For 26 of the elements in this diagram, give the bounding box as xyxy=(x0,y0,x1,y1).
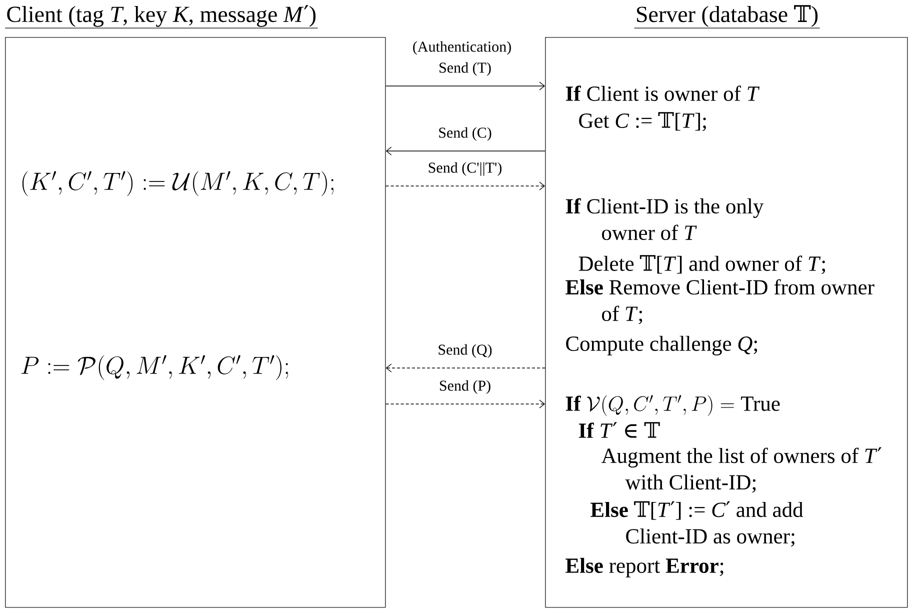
arrow xyxy=(385,182,546,190)
edge-label: Send (C'||T') xyxy=(426,161,504,177)
annotation: (Authentication) xyxy=(413,41,511,55)
pseudocode-line: Get C := 𝕋[T]; xyxy=(579,112,706,132)
edge-label: Send (T) xyxy=(438,61,492,77)
pseudocode-line: Else Remove Client-ID from owner of T; xyxy=(566,279,874,324)
column-heading: Server (database 𝕋) xyxy=(634,5,820,28)
pseudocode-line: If T′ ∈ 𝕋 xyxy=(578,422,660,438)
arrow xyxy=(385,82,546,90)
pseudocode-line: If Client-ID is the only owner of T xyxy=(566,198,764,240)
arrow xyxy=(386,146,546,156)
formula: $P := \mathcal{P}(Q,M',K',C',T');$ xyxy=(21,355,288,380)
column-heading: Client (tag T, key K, message M′) xyxy=(4,5,318,28)
arrow xyxy=(386,364,546,372)
edge-label: Send (P) xyxy=(438,379,492,395)
pseudocode-line: Delete 𝕋[T] and owner of T; xyxy=(578,255,825,274)
edge-label: Send (C) xyxy=(437,126,493,142)
formula: $(K',C',T') := \mathcal{U}(M',K,C,T);$ xyxy=(22,171,334,196)
pseudocode-line: Else 𝕋[T′] := C′ and add Client-ID as owner; xyxy=(590,501,804,547)
formula: $\textbf{If}\ \mathcal{V}(Q,C',T',P) = \textsc{True}$ xyxy=(566,395,780,416)
pseudocode-line: If Client is owner of T xyxy=(566,86,760,101)
pseudocode-line: Compute challenge Q; xyxy=(566,336,757,356)
pseudocode-line: Augment the list of owners of T′ with Client-ID; xyxy=(601,447,882,493)
pseudocode-line: Else report Error; xyxy=(566,558,724,578)
arrow xyxy=(385,400,546,408)
edge-label: Send (Q) xyxy=(436,343,494,359)
